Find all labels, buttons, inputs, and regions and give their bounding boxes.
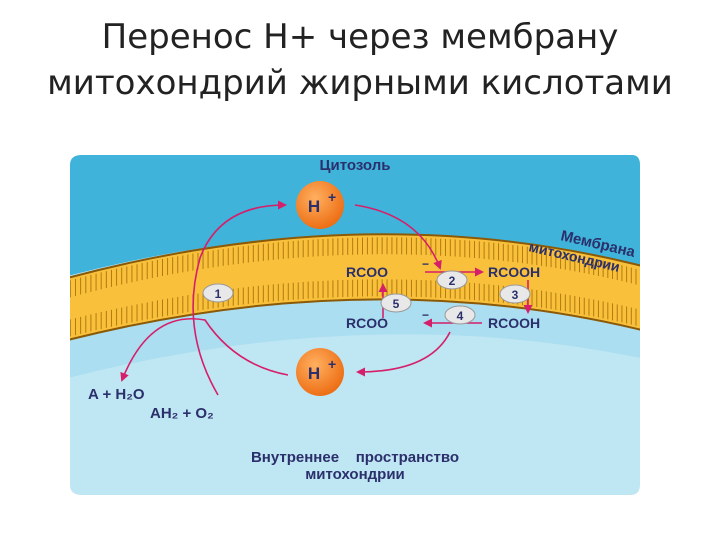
step-4-oval xyxy=(444,305,476,325)
arrow-loop-1-lower xyxy=(120,318,289,382)
step-5-badge: 5 xyxy=(380,293,412,313)
rcooh-bottom: RCOOH xyxy=(488,315,540,331)
rcoo-minus-bottom: RCOO xyxy=(346,315,388,331)
proton-matrix-circle xyxy=(296,348,344,396)
arrow-loop-1-upper xyxy=(192,200,287,396)
proton-cytosol-circle xyxy=(296,181,344,229)
step-1-badge: 1 xyxy=(202,283,234,303)
mitochondrial-membrane xyxy=(70,234,640,342)
cytosol-label: Цитозоль xyxy=(320,157,391,174)
step-4-number: 4 xyxy=(457,309,464,323)
inner-space-gradient-band xyxy=(70,298,640,380)
step-5-oval xyxy=(380,293,412,313)
title-line-2: митохондрий жирными кислотами xyxy=(47,63,673,103)
reaction-ah2-o2: AH₂ + O₂ xyxy=(150,405,214,422)
step-4-badge: 4 xyxy=(444,305,476,325)
matrix-label-line2: митохондрии xyxy=(305,466,405,483)
rcoo-minus-top: RCOO xyxy=(346,264,388,280)
cytosol-region xyxy=(70,155,640,278)
proton-matrix-charge: + xyxy=(328,356,336,372)
membrane-outer-edge xyxy=(70,233,640,281)
reaction-a-h2o: A + H₂O xyxy=(88,386,145,403)
rcoo-minus-bottom-charge: − xyxy=(422,308,429,322)
proton-cytosol: H + xyxy=(296,181,344,229)
membrane-inner-edge xyxy=(70,298,640,343)
proton-matrix-symbol: H xyxy=(308,364,320,383)
step-3-oval xyxy=(499,284,531,304)
transport-arrows xyxy=(120,200,533,396)
slide-title: Перенос Н+ через мембрану митохондрий жи… xyxy=(0,14,720,106)
arrow-rcooh-to-h-matrix xyxy=(356,331,451,377)
step-2-number: 2 xyxy=(449,274,456,288)
step-5-number: 5 xyxy=(393,297,400,311)
step-1-oval xyxy=(202,283,234,303)
rcooh-top: RCOOH xyxy=(488,264,540,280)
arrow-h-to-rcoo xyxy=(354,204,442,270)
step-1-number: 1 xyxy=(215,287,222,301)
step-3-badge: 3 xyxy=(499,284,531,304)
proton-cytosol-symbol: H xyxy=(308,197,320,216)
step-3-number: 3 xyxy=(512,288,519,302)
proton-cytosol-charge: + xyxy=(328,189,336,205)
matrix-label-line1: Внутреннее пространство xyxy=(251,449,459,466)
step-2-badge: 2 xyxy=(436,270,468,290)
proton-matrix: H + xyxy=(296,348,344,396)
title-line-1: Перенос Н+ через мембрану xyxy=(101,17,619,57)
rcoo-minus-top-charge: − xyxy=(422,257,429,271)
step-2-oval xyxy=(436,270,468,290)
